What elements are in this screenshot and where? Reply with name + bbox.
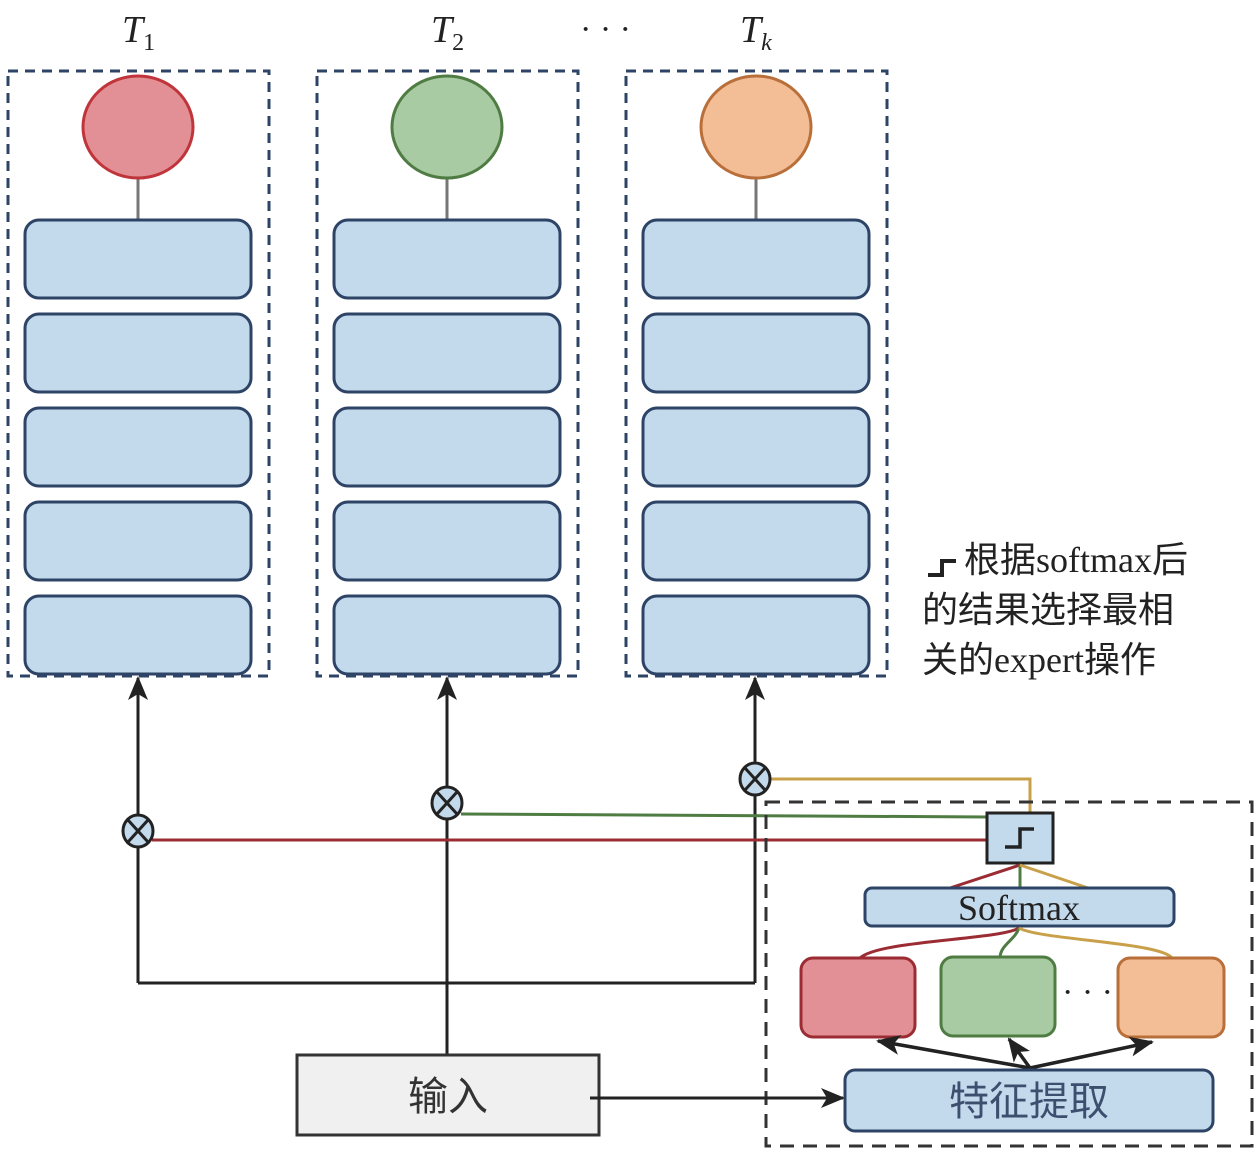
feature-extraction-box: 特征提取 [843,1068,1215,1133]
tower-layer [332,218,562,300]
tower-output-node [699,74,813,180]
tower-label-1: T1 [122,9,155,56]
step-function-icon [928,559,956,577]
expert-k [1116,956,1226,1039]
tower-output-node [81,74,195,180]
step-function-icon [1005,827,1034,849]
expert-1 [799,956,917,1039]
feature-arrows [876,1035,1154,1070]
tower-layer [23,500,253,582]
tower-layer [641,218,871,300]
input-box: 输入 [295,1053,601,1137]
tower-label-2: T2 [431,9,464,56]
circle-times-icon [738,761,772,797]
softmax-box: Softmax [863,886,1176,928]
tower-layer [641,500,871,582]
tower-ellipsis: · · · [580,11,631,48]
multiply-nodes [121,761,772,849]
note-line-1: 根据softmax后 [964,540,1188,580]
feature-extraction-label: 特征提取 [949,1079,1109,1124]
gate-wire-2 [460,812,989,819]
tower-input-arrows [128,676,765,1055]
tower-layer [332,594,562,676]
note-line-3: 关的expert操作 [922,640,1156,680]
gate-wires [152,777,1032,842]
tower-2 [315,69,580,678]
tower-layer [23,594,253,676]
tower-layer [332,406,562,488]
tower-output-node [390,74,504,180]
tower-layer [641,312,871,394]
gate-wire-k [769,777,1032,814]
tower-layer [332,500,562,582]
tower-layer [23,312,253,394]
tower-frame [315,69,580,678]
tower-layer [23,406,253,488]
tower-layer [641,406,871,488]
gating-network-frame [764,800,1254,1148]
tower-layer [23,218,253,300]
tower-label-k: Tk [740,9,772,56]
experts-ellipsis: · · · [1062,974,1113,1011]
tower-3 [624,69,889,678]
tower-labels: T1 T2 · · · Tk [122,9,772,56]
experts: · · · [799,955,1226,1039]
tower-layer [641,594,871,676]
softmax-label: Softmax [958,888,1080,928]
note-line-2: 的结果选择最相 [922,590,1174,630]
tower-frame [624,69,889,678]
circle-times-icon [121,813,155,849]
softmax-gate-lines [949,863,1089,890]
gate-selector-box [985,811,1055,865]
circle-times-icon [430,785,464,821]
selection-note: 根据softmax后 的结果选择最相 关的expert操作 [922,540,1188,680]
tower-1 [6,69,271,678]
tower-layer [332,312,562,394]
expert-2 [939,955,1057,1038]
expert-softmax-curves [858,926,1174,960]
input-label: 输入 [408,1074,488,1119]
tower-frame [6,69,271,678]
towers [6,69,889,678]
